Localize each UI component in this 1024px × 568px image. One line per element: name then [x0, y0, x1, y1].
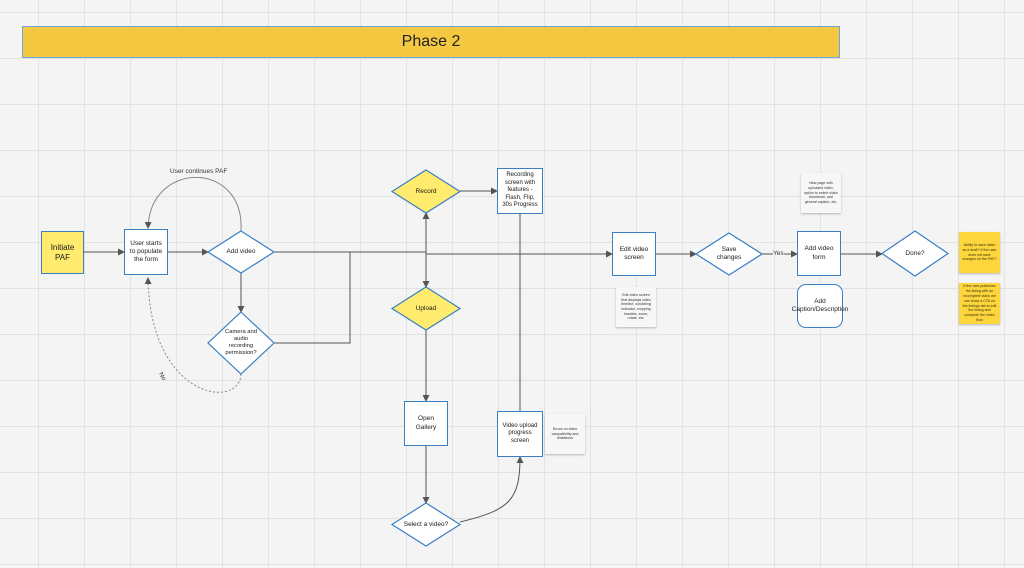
- add-video-decision[interactable]: Add video: [206, 230, 276, 274]
- edit-video-node[interactable]: Edit video screen: [612, 232, 656, 276]
- record-decision[interactable]: Record: [390, 169, 462, 214]
- edge-continue-loop: [144, 176, 242, 232]
- camera-permission-label: Camera and audio recording permission?: [225, 329, 257, 356]
- open-gallery-node[interactable]: Open Gallery: [404, 401, 448, 446]
- save-changes-decision[interactable]: Save changes: [694, 232, 764, 276]
- yes-label: Yes: [773, 250, 784, 257]
- upload-label: Upload: [415, 304, 437, 312]
- save-changes-label: Save changes: [716, 246, 742, 261]
- select-video-decision[interactable]: Select a video?: [390, 502, 462, 547]
- edge-camera-main: [274, 252, 351, 344]
- upload-progress-node[interactable]: Video upload progress screen: [497, 411, 543, 457]
- errors-note[interactable]: Errors on video compatibility and limita…: [545, 414, 585, 454]
- phase-banner[interactable]: Phase 2: [22, 26, 840, 58]
- done-label: Done?: [905, 249, 925, 257]
- draft-note[interactable]: Ability to save video as a draft? If the…: [959, 232, 1000, 273]
- edge-select-progress: [459, 456, 524, 523]
- new-page-note[interactable]: New page with uploaded video, option to …: [801, 173, 841, 213]
- select-video-label: Select a video?: [403, 520, 449, 528]
- add-caption-node[interactable]: Add Caption/Description: [792, 284, 848, 328]
- done-decision[interactable]: Done?: [880, 230, 950, 277]
- edge-no-loop: [144, 277, 242, 393]
- populate-form-node[interactable]: User starts to populate the form: [124, 229, 168, 275]
- camera-permission-decision[interactable]: Camera and audio recording permission?: [207, 311, 275, 375]
- add-video-form-node[interactable]: Add video form: [797, 231, 841, 276]
- record-label: Record: [415, 187, 437, 195]
- add-video-label: Add video: [226, 248, 256, 256]
- initiate-paf-node[interactable]: Initiate PAF: [41, 231, 84, 274]
- user-continues-label: User continues PAF: [170, 168, 228, 175]
- recording-screen-node[interactable]: Recording screen with features - Flash, …: [497, 168, 543, 214]
- edge-addvideo-main: [274, 250, 613, 258]
- publish-note[interactable]: If the user publishes the listing with a…: [959, 283, 1000, 324]
- upload-decision[interactable]: Upload: [390, 286, 462, 331]
- edit-screen-note[interactable]: Edit video screen that displays video ti…: [616, 287, 656, 327]
